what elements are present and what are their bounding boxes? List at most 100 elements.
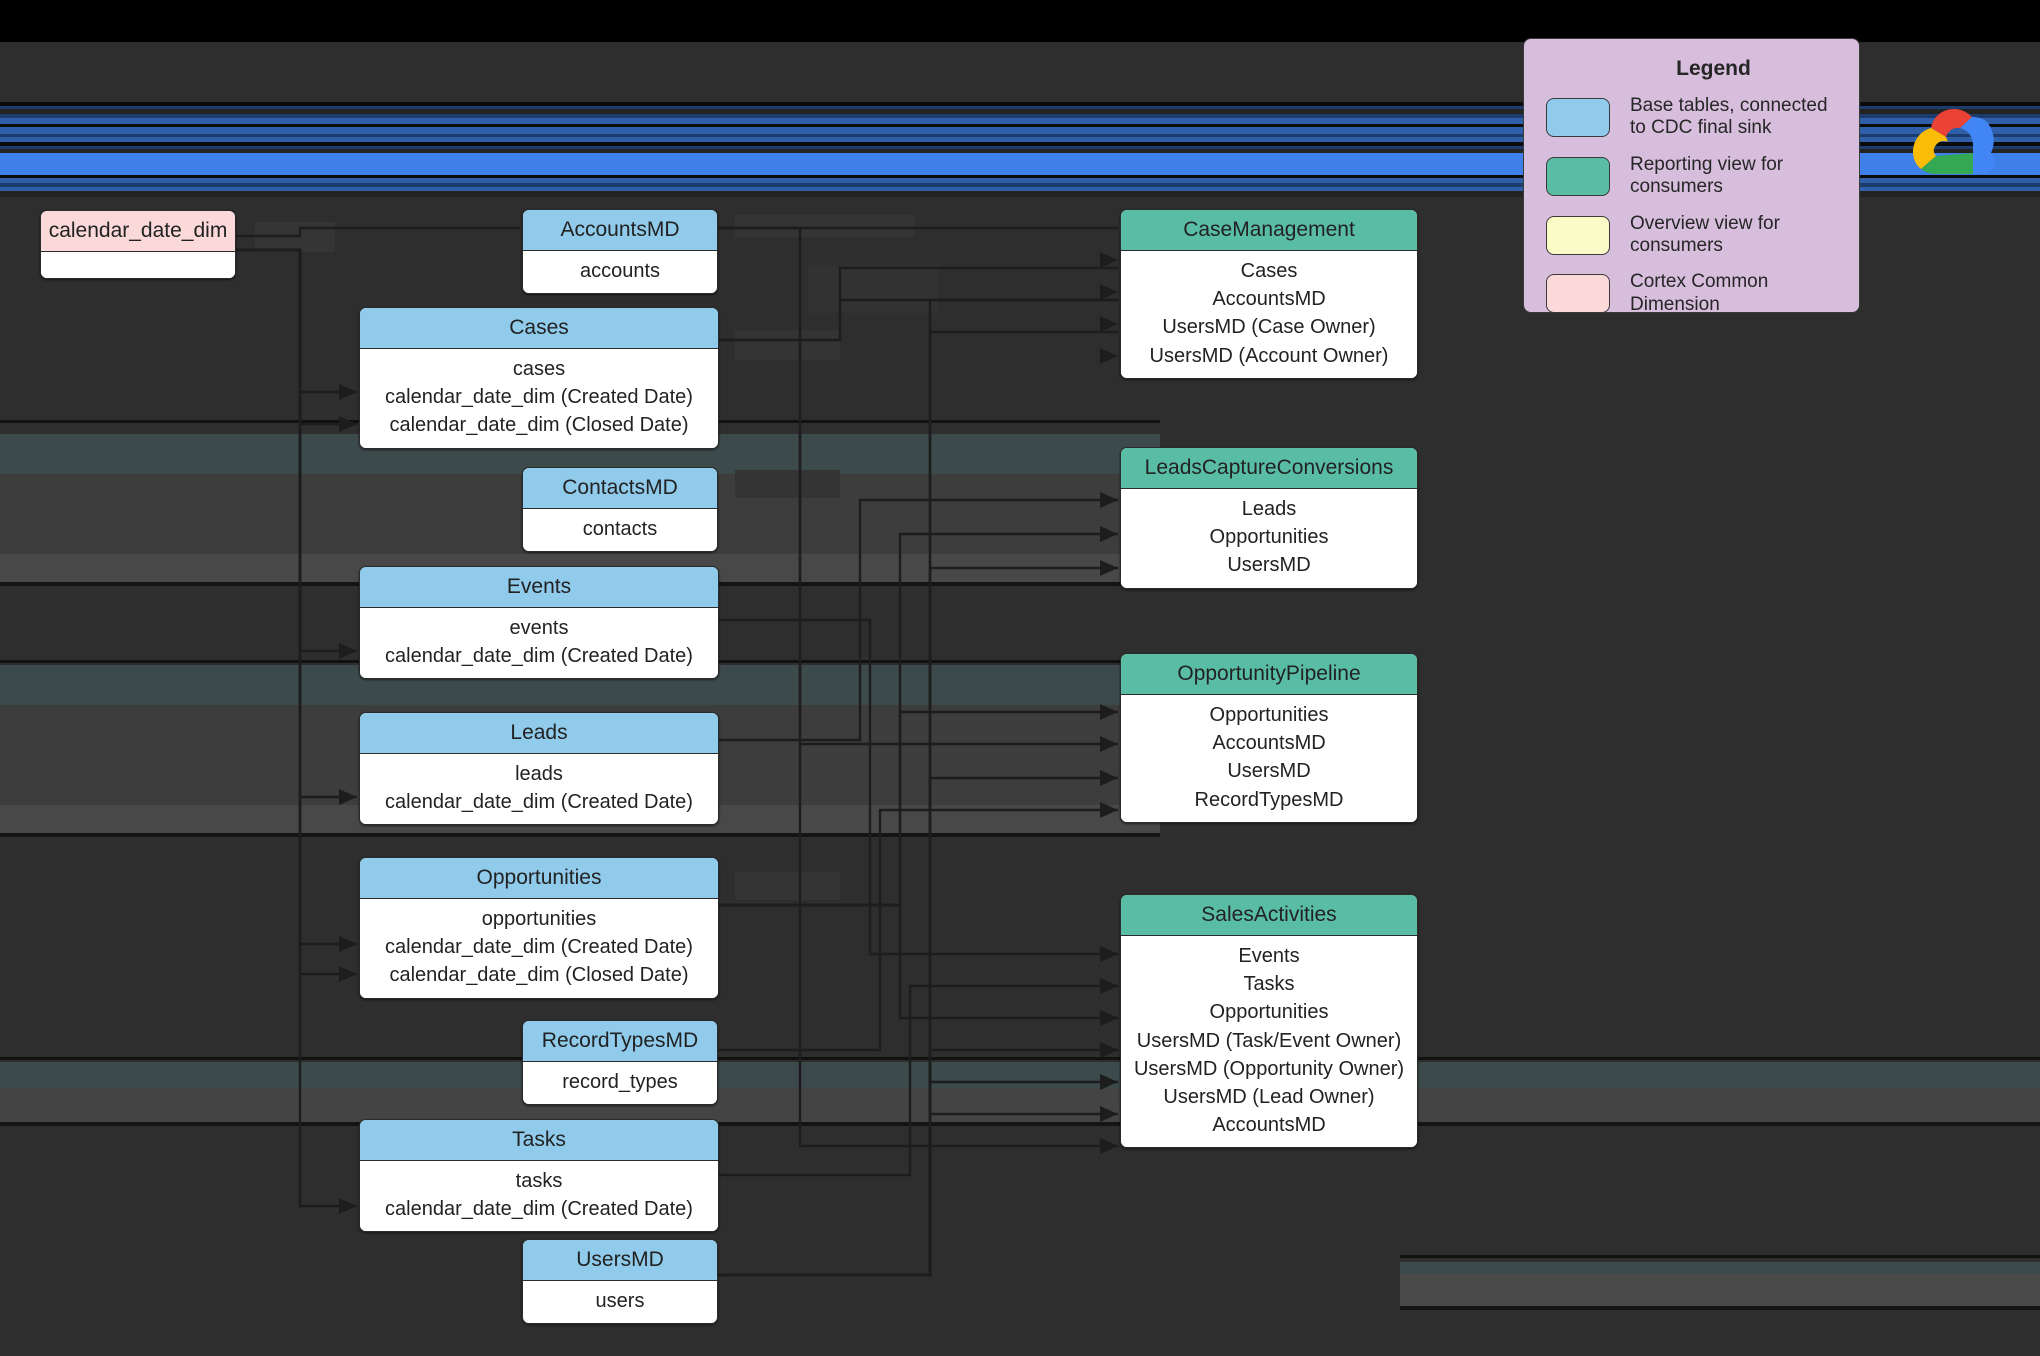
entity-field: Opportunities bbox=[1209, 526, 1329, 549]
entity-fields: events calendar_date_dim (Created Date) bbox=[360, 608, 718, 679]
entity-field: UsersMD bbox=[1227, 554, 1311, 577]
entity-field: calendar_date_dim (Created Date) bbox=[385, 645, 693, 668]
artifact-band bbox=[0, 1062, 2040, 1088]
entity-title: calendar_date_dim bbox=[41, 211, 235, 253]
legend-item-overview-view: Overview view for consumers bbox=[1546, 213, 1841, 258]
legend-panel: Legend Base tables, connected to CDC fin… bbox=[1523, 38, 1860, 316]
legend-item-base-tables: Base tables, connected to CDC final sink bbox=[1546, 95, 1841, 140]
legend-item-cortex-common-dimension: Cortex Common Dimension bbox=[1546, 271, 1841, 316]
entity-field: record_types bbox=[562, 1071, 678, 1094]
entity-field: calendar_date_dim (Created Date) bbox=[385, 386, 693, 409]
entity-title: Opportunities bbox=[360, 858, 718, 900]
artifact-band bbox=[735, 330, 840, 360]
entity-calendar_date_dim[interactable]: calendar_date_dim bbox=[40, 210, 236, 280]
entity-title: OpportunityPipeline bbox=[1121, 654, 1417, 696]
entity-field: accounts bbox=[579, 260, 661, 283]
entity-fields: contacts bbox=[523, 509, 717, 552]
entity-fields: record_types bbox=[523, 1062, 717, 1105]
entity-title: RecordTypesMD bbox=[523, 1021, 717, 1063]
artifact-band bbox=[1400, 1306, 2040, 1310]
legend-swatch-overview-view bbox=[1546, 215, 1610, 255]
artifact-band bbox=[0, 1122, 2040, 1126]
entity-title: AccountsMD bbox=[523, 210, 717, 252]
entity-field: RecordTypesMD bbox=[1194, 788, 1344, 811]
legend-rows: Base tables, connected to CDC final sink… bbox=[1546, 95, 1841, 316]
artifact-band bbox=[1400, 1255, 2040, 1258]
entity-field: leads bbox=[515, 763, 563, 786]
artifact-band bbox=[0, 1088, 2040, 1122]
legend-swatch-cortex-common-dimension bbox=[1546, 274, 1610, 314]
entity-title: LeadsCaptureConversions bbox=[1121, 448, 1417, 490]
entity-field: Cases bbox=[1240, 260, 1298, 283]
entity-fields: opportunities calendar_date_dim (Created … bbox=[360, 899, 718, 998]
entity-usersmd[interactable]: UsersMD users bbox=[522, 1239, 718, 1325]
entity-field: UsersMD (Task/Event Owner) bbox=[1136, 1029, 1402, 1052]
entity-field: Leads bbox=[1241, 498, 1297, 521]
entity-field: contacts bbox=[582, 518, 658, 541]
entity-field: events bbox=[509, 617, 569, 640]
artifact-band bbox=[255, 222, 335, 252]
legend-title: Legend bbox=[1676, 57, 1751, 80]
entity-recordtypesmd[interactable]: RecordTypesMD record_types bbox=[522, 1020, 718, 1106]
entity-field: calendar_date_dim (Created Date) bbox=[385, 1198, 693, 1221]
legend-label: Base tables, connected to CDC final sink bbox=[1630, 95, 1828, 139]
entity-opportunities[interactable]: Opportunities opportunities calendar_date_… bbox=[359, 857, 719, 999]
entity-field: UsersMD (Lead Owner) bbox=[1163, 1085, 1375, 1108]
entity-title: Leads bbox=[360, 713, 718, 755]
google-cloud-logo bbox=[1913, 109, 1995, 174]
artifact-band bbox=[735, 215, 915, 237]
legend-swatch-reporting-view bbox=[1546, 156, 1610, 196]
artifact-band bbox=[0, 833, 1160, 837]
entity-field: UsersMD (Account Owner) bbox=[1149, 344, 1389, 367]
artifact-band bbox=[1400, 1262, 2040, 1274]
entity-fields: tasks calendar_date_dim (Created Date) bbox=[360, 1161, 718, 1232]
entity-field: cases bbox=[512, 358, 566, 381]
entity-accountsmd[interactable]: AccountsMD accounts bbox=[522, 209, 718, 295]
entity-field: opportunities bbox=[481, 908, 597, 931]
entity-field: Events bbox=[1238, 945, 1300, 968]
top-black-band bbox=[0, 0, 2040, 42]
entity-events[interactable]: Events events calendar_date_dim (Created D… bbox=[359, 566, 719, 680]
entity-fields: accounts bbox=[523, 251, 717, 294]
entity-field: tasks bbox=[515, 1170, 563, 1193]
artifact-band bbox=[1400, 1274, 2040, 1306]
artifact-band bbox=[0, 1057, 2040, 1060]
entity-title: CaseManagement bbox=[1121, 210, 1417, 252]
entity-field: AccountsMD bbox=[1212, 1114, 1326, 1137]
entity-fields: users bbox=[523, 1281, 717, 1324]
artifact-band bbox=[735, 872, 840, 900]
artifact-band bbox=[735, 470, 840, 498]
artifact-band bbox=[808, 265, 938, 313]
entity-title: Tasks bbox=[360, 1120, 718, 1162]
entity-title: ContactsMD bbox=[523, 468, 717, 510]
entity-field: AccountsMD bbox=[1212, 732, 1326, 755]
entity-title: UsersMD bbox=[523, 1240, 717, 1282]
entity-contactsmd[interactable]: ContactsMD contacts bbox=[522, 467, 718, 553]
entity-field: AccountsMD bbox=[1212, 288, 1326, 311]
entity-fields bbox=[41, 252, 235, 279]
entity-tasks[interactable]: Tasks tasks calendar_date_dim (Created Dat… bbox=[359, 1119, 719, 1233]
legend-label: Cortex Common Dimension bbox=[1630, 271, 1769, 315]
legend-swatch-base-tables bbox=[1546, 97, 1610, 137]
entity-field: Opportunities bbox=[1209, 1001, 1329, 1024]
legend-label: Reporting view for consumers bbox=[1630, 153, 1784, 198]
entity-field: Opportunities bbox=[1209, 704, 1329, 727]
entity-title: SalesActivities bbox=[1121, 895, 1417, 937]
entity-field: calendar_date_dim (Created Date) bbox=[385, 936, 693, 959]
entity-title: Events bbox=[360, 567, 718, 609]
entity-field: Tasks bbox=[1243, 973, 1295, 996]
entity-field: UsersMD (Case Owner) bbox=[1162, 316, 1376, 339]
entity-field: UsersMD bbox=[1227, 760, 1311, 783]
entity-field: users bbox=[595, 1290, 645, 1313]
entity-field: calendar_date_dim (Closed Date) bbox=[389, 414, 689, 437]
